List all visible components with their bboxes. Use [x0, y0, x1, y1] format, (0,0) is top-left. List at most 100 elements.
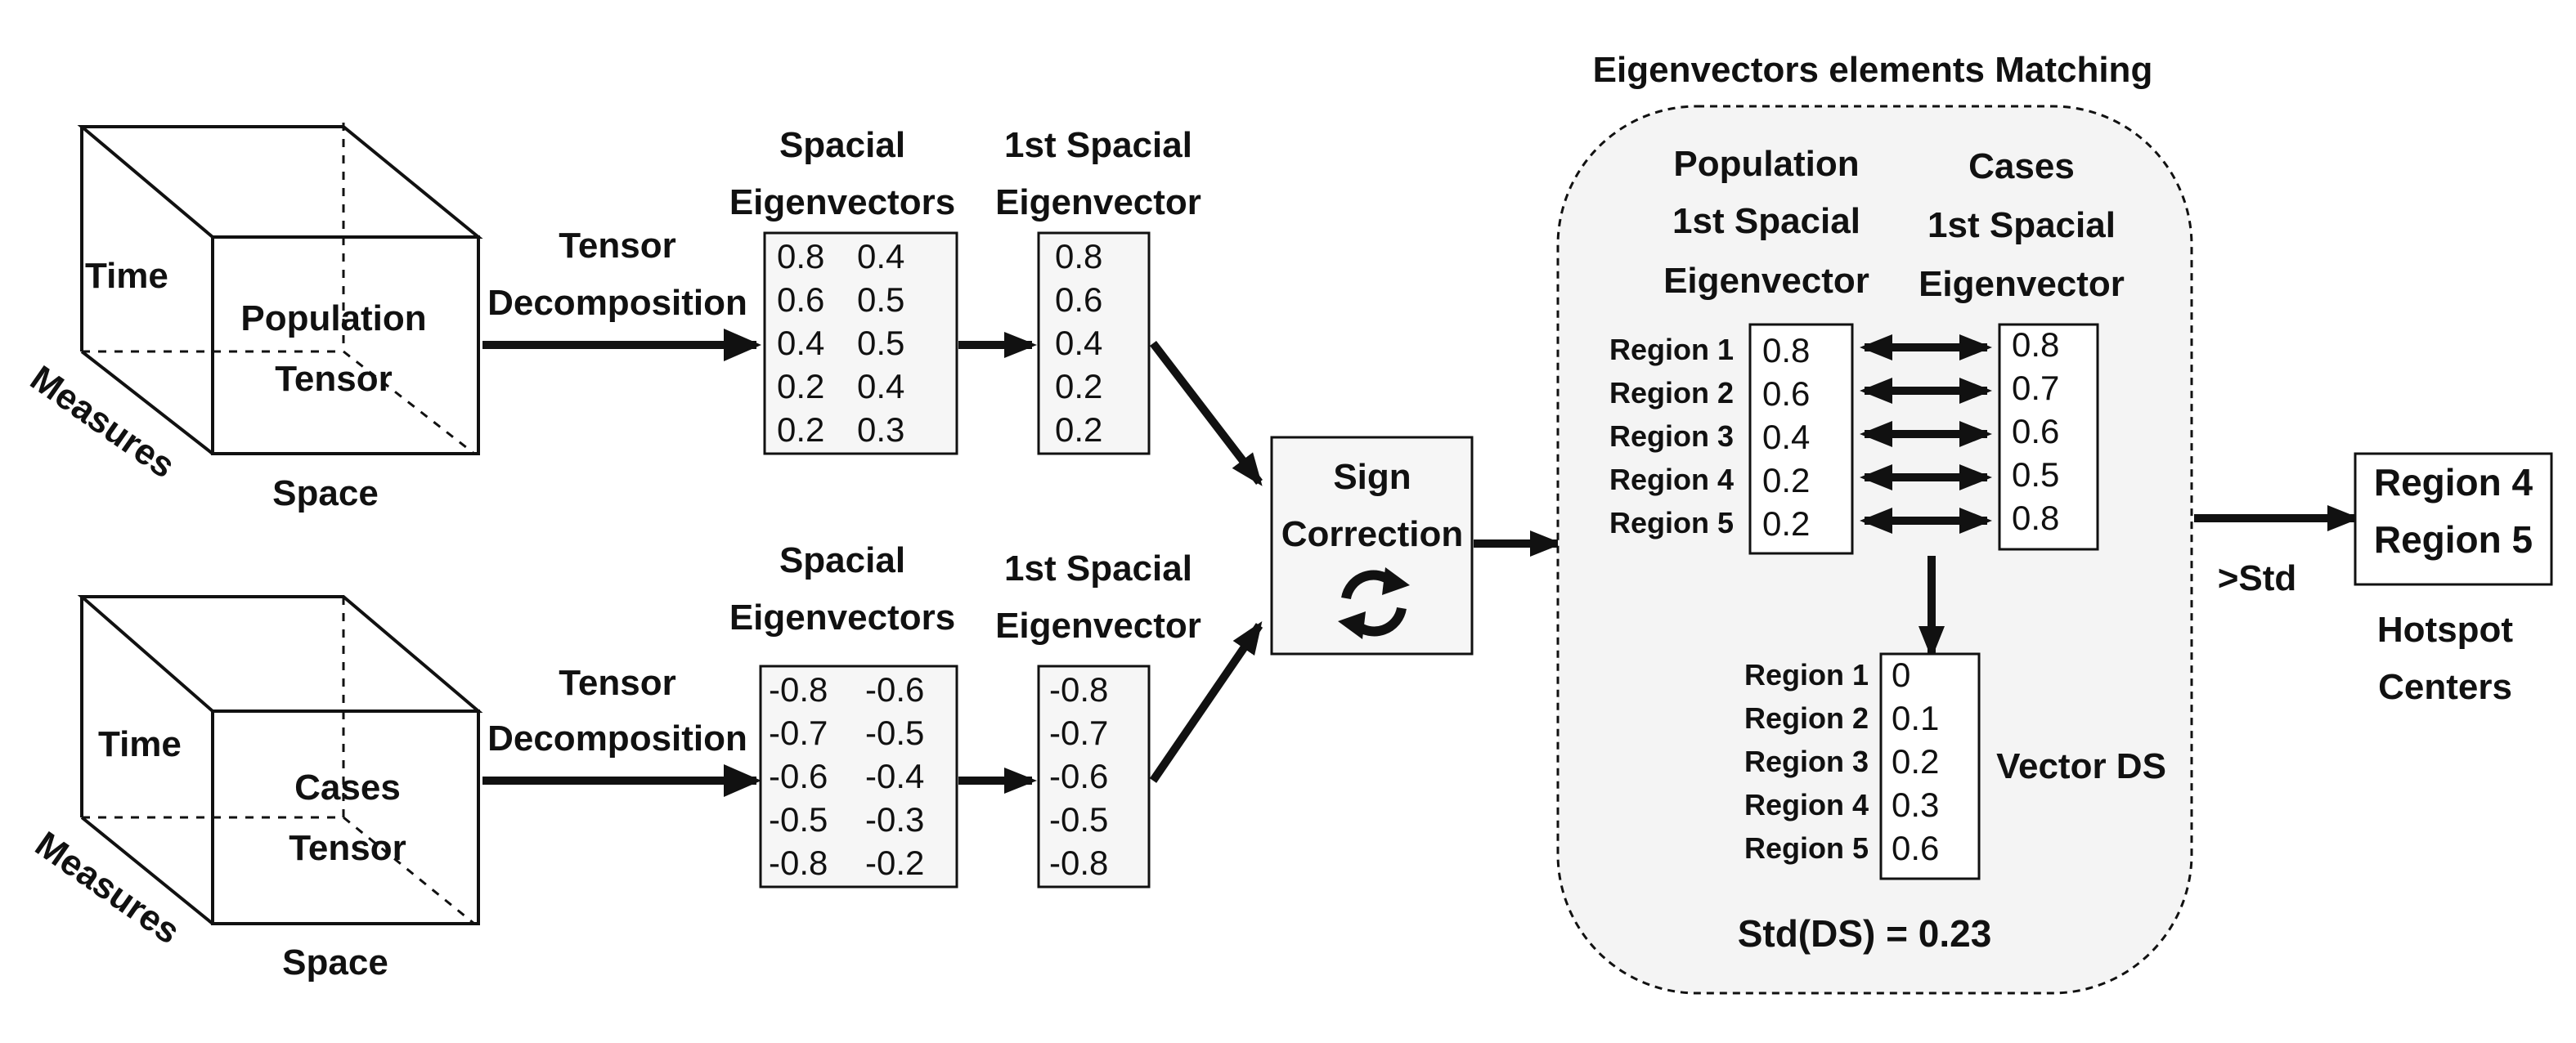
- cube-edges: [77, 595, 483, 925]
- ds-value: 0: [1892, 656, 1910, 694]
- matrix-cell: -0.5: [769, 800, 828, 839]
- cube-measures-label: Measures: [23, 358, 182, 486]
- top-decomposition-line2: Decomposition: [487, 283, 747, 323]
- hotspot-caption-line2: Centers: [2378, 667, 2512, 707]
- hotspot-region: Region 4: [2374, 461, 2533, 504]
- cube-tensor-word: Tensor: [275, 359, 392, 399]
- ds-value: 0.2: [1892, 742, 1939, 781]
- matrix-cell: -0.5: [865, 714, 924, 752]
- matrix-cell: 0.5: [857, 324, 904, 362]
- eigenvector-value: -0.8: [1049, 670, 1108, 709]
- cases-values: 0.80.70.60.50.8: [2012, 325, 2059, 537]
- cases-first-eigenvector-column: Cases 1st Spacial Eigenvector 0.80.70.60…: [1919, 146, 2125, 551]
- matrix-cell: 0.4: [777, 324, 824, 362]
- ds-values: 00.10.20.30.6: [1892, 656, 1939, 867]
- first-eigenvector-box: [1037, 665, 1151, 889]
- region-label: Region 2: [1609, 376, 1734, 410]
- region-label: Region 4: [1744, 788, 1869, 821]
- region-label: Region 1: [1609, 333, 1734, 366]
- matrix-cell: -0.8: [769, 670, 828, 709]
- top-to-sign-arrow: [1150, 340, 1263, 486]
- population-title-line3: Eigenvector: [1663, 261, 1869, 301]
- eigenvectors-matrix-box: [759, 665, 958, 889]
- cases-tensor-cube: Time Cases Tensor Measures Space: [28, 595, 483, 983]
- std-ds-text: Std(DS) = 0.23: [1738, 912, 1992, 955]
- matrix-cell: 0.5: [857, 280, 904, 319]
- population-value: 0.6: [1762, 374, 1810, 413]
- eigenvectors-title-line2: Eigenvectors: [729, 182, 955, 222]
- eigenvector-value: -0.7: [1049, 714, 1108, 752]
- bottom-spacial-eigenvectors: Spacial Eigenvectors -0.8-0.6-0.7-0.5-0.…: [729, 540, 958, 889]
- cube-tensor-name: Cases: [294, 768, 401, 808]
- matching-title: Eigenvectors elements Matching: [1593, 50, 2153, 90]
- sign-correction-line1: Sign: [1333, 457, 1411, 497]
- cases-value: 0.8: [2012, 325, 2059, 364]
- first-eigenvector-box: [1037, 231, 1151, 455]
- eigenvector-value: -0.8: [1049, 844, 1108, 882]
- matrix-cell: -0.6: [865, 670, 924, 709]
- std-ds-value: 0.23: [1919, 912, 1992, 955]
- population-value: 0.2: [1762, 504, 1810, 543]
- eigenvector-value: -0.5: [1049, 800, 1108, 839]
- first-eigenvector-values: 0.80.60.40.20.2: [1055, 237, 1102, 449]
- hotspot-caption-line1: Hotspot: [2377, 610, 2514, 650]
- std-ds-label: Std(DS) =: [1738, 912, 1919, 955]
- bottom-first-eigenvector: 1st Spacial Eigenvector -0.8-0.7-0.6-0.5…: [995, 548, 1201, 889]
- threshold-label: >Std: [2218, 558, 2297, 598]
- cases-title-line2: 1st Spacial: [1928, 205, 2116, 245]
- matrix-cell: -0.8: [769, 844, 828, 882]
- population-first-eigenvector-column: Population 1st Spacial Eigenvector 0.80.…: [1663, 144, 1869, 555]
- ds-value: 0.1: [1892, 699, 1939, 737]
- population-value: 0.2: [1762, 461, 1810, 499]
- matrix-cell: 0.6: [777, 280, 824, 319]
- first-eigenvector-title-line1: 1st Spacial: [1004, 548, 1192, 589]
- matrix-cell: 0.2: [777, 410, 824, 449]
- matrix-cell: -0.2: [865, 844, 924, 882]
- cases-values-box: [1998, 323, 2099, 551]
- matrix-cell: 0.4: [857, 237, 904, 275]
- cube-space-label: Space: [272, 473, 379, 513]
- cases-title-line3: Eigenvector: [1919, 264, 2125, 304]
- first-eigenvector-values: -0.8-0.7-0.6-0.5-0.8: [1049, 670, 1108, 882]
- refresh-icon: [1338, 567, 1410, 639]
- cases-title-line1: Cases: [1968, 146, 2075, 186]
- region-label: Region 1: [1744, 658, 1869, 692]
- ds-value: 0.3: [1892, 786, 1939, 824]
- cube-time-label: Time: [98, 724, 182, 764]
- population-values-box: [1748, 323, 1854, 555]
- ds-values-box: [1879, 652, 1981, 880]
- population-tensor-cube: Time Population Tensor Measures Space: [23, 123, 483, 513]
- eigenvectors-title-line1: Spacial: [779, 125, 905, 165]
- eigenvectors-matrix: -0.8-0.6-0.7-0.5-0.6-0.4-0.5-0.3-0.8-0.2: [769, 670, 924, 882]
- eigenvectors-title-line1: Spacial: [779, 540, 905, 580]
- cube-space-label: Space: [282, 942, 388, 983]
- cube-measures-label: Measures: [28, 824, 186, 952]
- eigenvector-value: 0.8: [1055, 237, 1102, 275]
- first-eigenvector-title-line2: Eigenvector: [995, 182, 1201, 222]
- population-values: 0.80.60.40.20.2: [1762, 331, 1810, 543]
- matrix-cell: -0.4: [865, 757, 924, 795]
- cube-tensor-name: Population: [240, 298, 426, 338]
- eigenvectors-matrix-box: [763, 231, 958, 455]
- matrix-cell: -0.3: [865, 800, 924, 839]
- sign-correction-frame: [1270, 436, 1474, 656]
- first-eigenvector-title-line2: Eigenvector: [995, 606, 1201, 646]
- sign-correction-line2: Correction: [1281, 514, 1463, 554]
- cube-tensor-word: Tensor: [289, 828, 406, 868]
- bottom-decomposition-line1: Tensor: [559, 663, 675, 703]
- region-label: Region 3: [1744, 745, 1869, 778]
- region-label: Region 3: [1609, 419, 1734, 453]
- first-eigenvector-title-line1: 1st Spacial: [1004, 125, 1192, 165]
- population-value: 0.4: [1762, 418, 1810, 456]
- eigenvector-value: 0.2: [1055, 367, 1102, 405]
- cube-edges: [77, 125, 483, 455]
- top-decomposition-line1: Tensor: [559, 226, 675, 266]
- cube-time-label: Time: [85, 256, 168, 296]
- eigenvectors-title-line2: Eigenvectors: [729, 598, 955, 638]
- cases-value: 0.8: [2012, 499, 2059, 537]
- matrix-cell: -0.6: [769, 757, 828, 795]
